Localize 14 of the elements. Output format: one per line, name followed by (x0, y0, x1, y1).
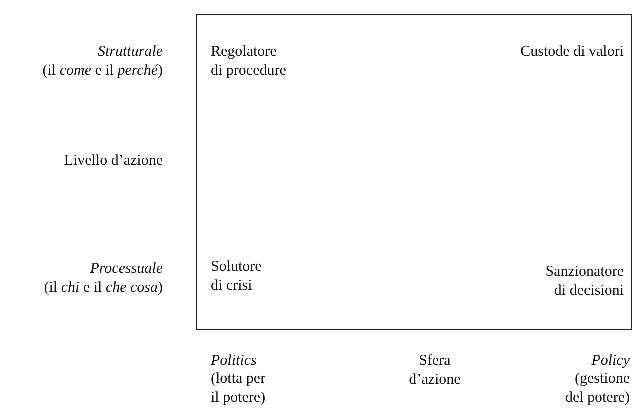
axis-label: Strutturale (96, 43, 163, 62)
quadrant-label: Custode di valori (520, 43, 624, 62)
axis-title: Livello d’azione (63, 152, 163, 171)
axis-label: Policy (590, 352, 630, 371)
axis-note: (lotta per il potere) (211, 370, 267, 408)
quadrant-label: Regolatore di procedure (211, 43, 288, 81)
quadrant-label: Solutore di crisi (211, 258, 263, 296)
axis-note: (il come e il perché) (42, 62, 163, 81)
axis-note: (il chi e il che cosa) (43, 279, 163, 298)
axis-note: (gestione del potere) (564, 370, 630, 408)
axis-label: Politics (211, 352, 258, 371)
axis-label: Processuale (89, 260, 163, 279)
axis-title: Sfera d’azione (408, 352, 462, 390)
quadrant-label: Sanzionatore di decisioni (544, 263, 624, 301)
